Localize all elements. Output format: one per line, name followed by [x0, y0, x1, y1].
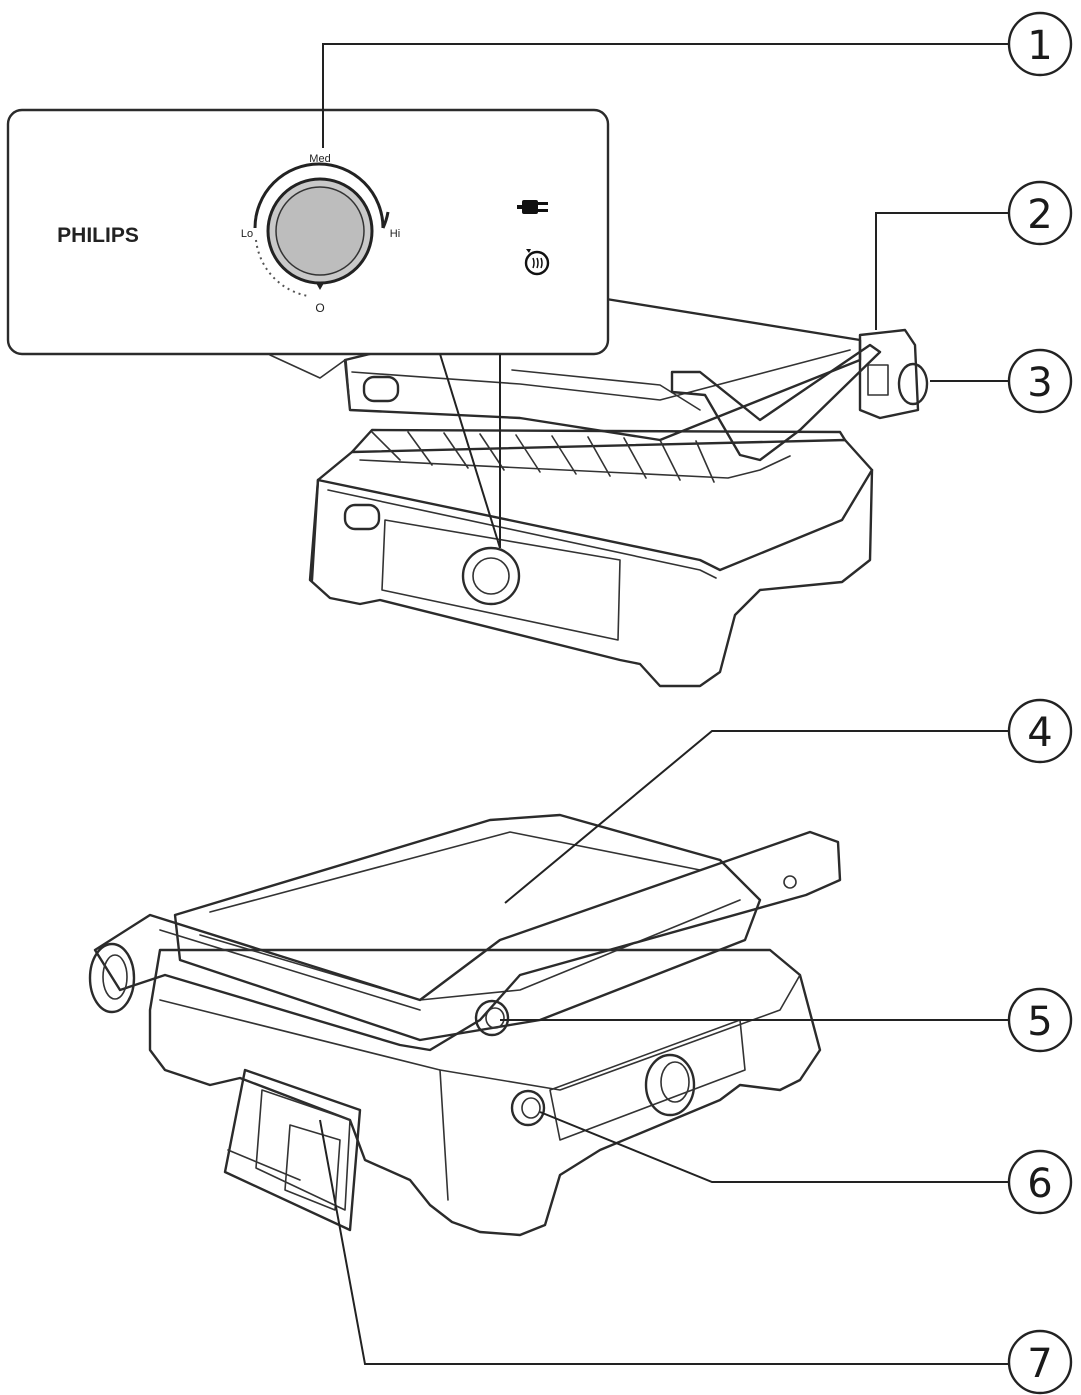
philips-logo: PHILIPS: [57, 224, 139, 247]
callout-7-number: 7: [1027, 1341, 1052, 1387]
callout-6: 6: [1007, 1149, 1073, 1215]
callout-1-number: 1: [1027, 23, 1052, 69]
callout-3-number: 3: [1027, 360, 1052, 406]
callout-leader-lines: [319, 43, 1010, 1365]
callout-4: 4: [1007, 698, 1073, 764]
top-grill-illustration: [269, 296, 929, 688]
callout-5-number: 5: [1027, 999, 1052, 1045]
dial-label-off: O: [315, 301, 324, 315]
dial-scale-arc-hi: [381, 211, 390, 229]
heating-ready-icon: [524, 249, 550, 276]
callout-3: 3: [1007, 348, 1073, 414]
callout-1: 1: [1007, 11, 1073, 77]
dial-label-lo: Lo: [241, 228, 253, 240]
dial-scale-arc-off: [255, 239, 309, 297]
callout-2-number: 2: [1027, 192, 1052, 238]
callout-4-number: 4: [1027, 710, 1052, 756]
dial-label-hi: Hi: [390, 228, 400, 240]
callout-7: 7: [1007, 1329, 1073, 1395]
dial-label-med: Med: [309, 153, 330, 165]
power-plug-icon: [517, 200, 548, 214]
callout-6-number: 6: [1027, 1161, 1052, 1207]
callout-5: 5: [1007, 987, 1073, 1053]
dial-scale-arc: [253, 162, 385, 229]
bottom-grill-illustration: [88, 813, 842, 1237]
control-panel-inset: PHILIPS Med Lo Hi O: [6, 108, 610, 549]
callout-2: 2: [1007, 180, 1073, 246]
